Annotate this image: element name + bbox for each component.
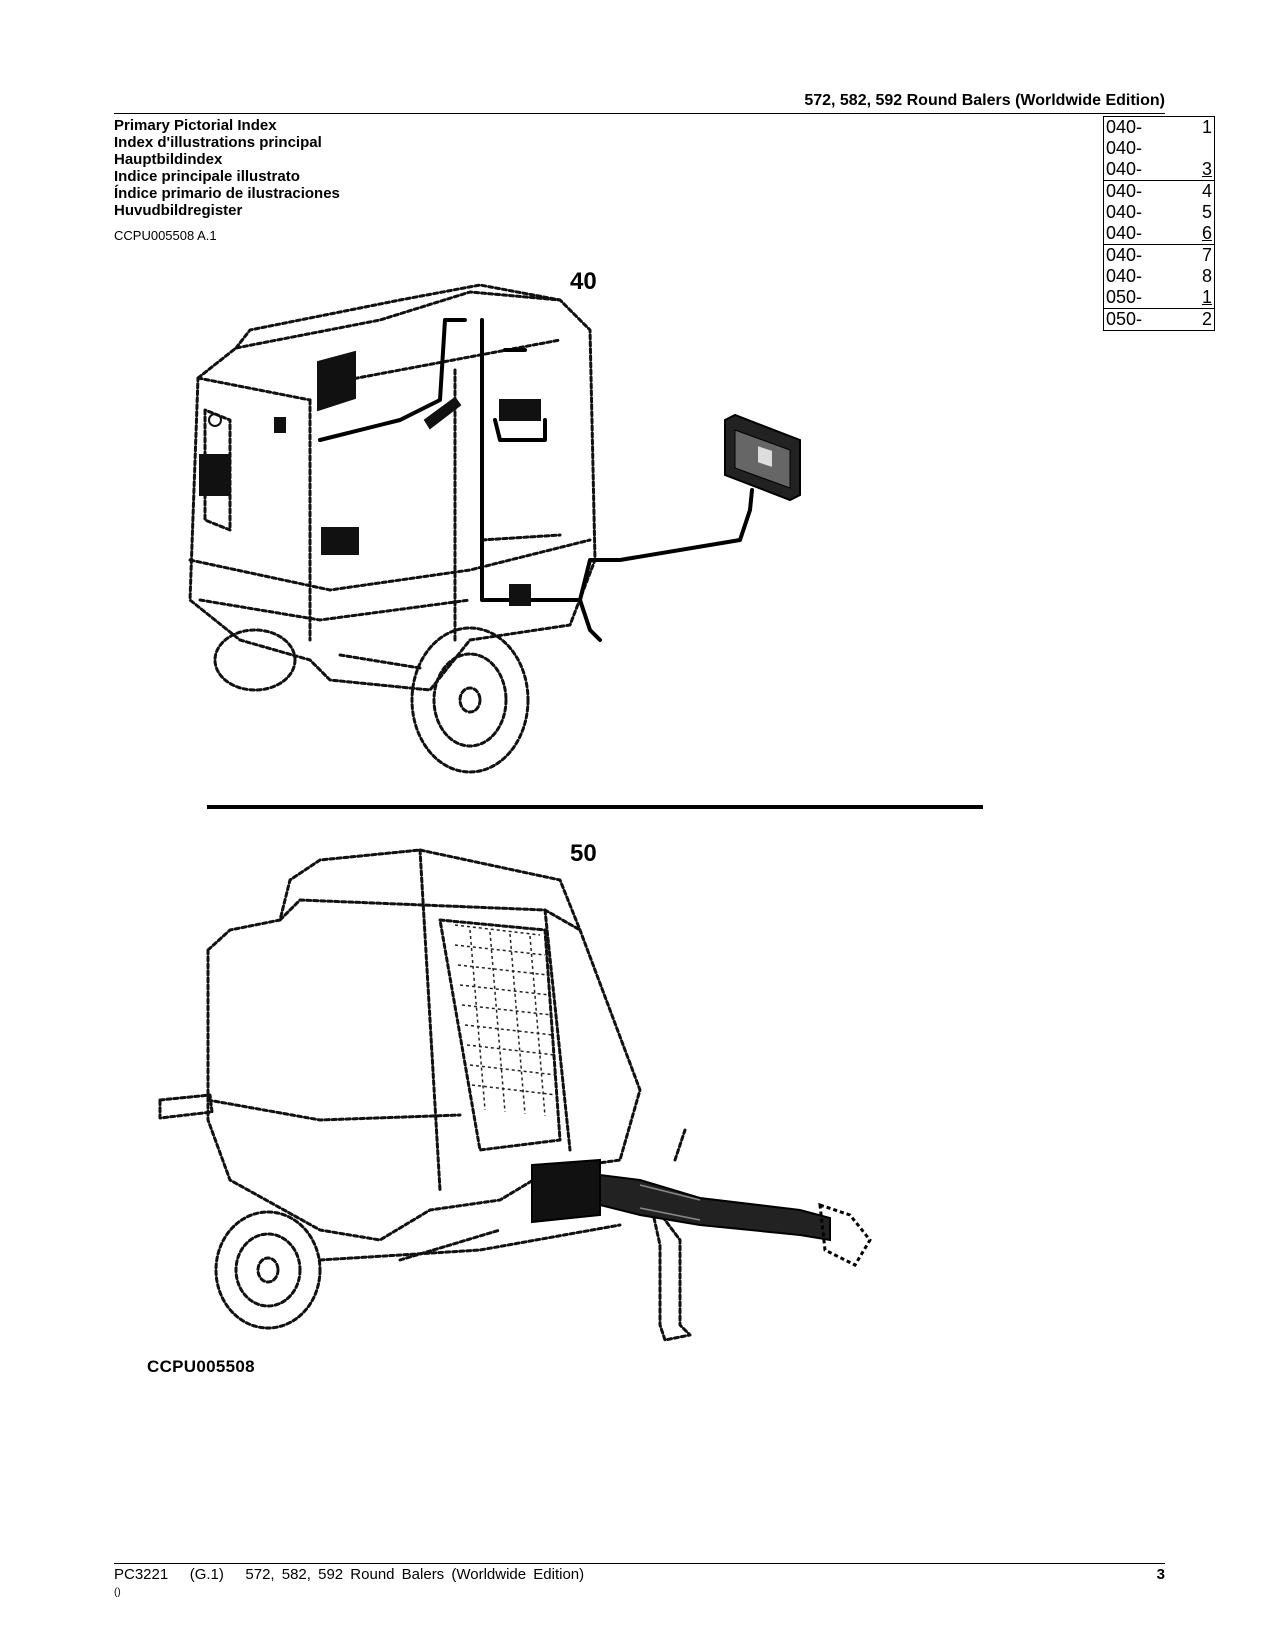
index-code: 040- (1106, 138, 1143, 158)
header-rule (114, 113, 1165, 114)
footer-rule (114, 1563, 1165, 1564)
index-group: 040- 7 040- 8 050- 1 (1103, 244, 1215, 308)
document-header-title: 572, 582, 592 Round Balers (Worldwide Ed… (804, 92, 1165, 109)
index-row[interactable]: 040- 1 (1104, 117, 1214, 138)
index-group: 040- 1 040- 040- 3 (1103, 116, 1215, 180)
index-row[interactable]: 040- 5 (1104, 202, 1214, 223)
index-code: 040- (1106, 266, 1143, 286)
index-code: 040- (1106, 159, 1143, 179)
footer-document-info: PC3221 (G.1) 572, 582, 592 Round Balers … (114, 1566, 585, 1583)
index-number: 1 (1201, 287, 1212, 307)
index-number: 2 (1201, 309, 1212, 329)
figure-40-baler-wiring (188, 283, 597, 774)
title-spanish: Índice primario de ilustraciones (114, 185, 340, 202)
pto-driveshaft (531, 1158, 872, 1267)
index-number: 8 (1201, 266, 1212, 286)
figure-label-40: 40 (570, 268, 597, 295)
index-code: 040- (1106, 245, 1143, 265)
index-code: 050- (1106, 309, 1143, 329)
title-italian: Indice principale illustrato (114, 168, 300, 185)
index-number: 4 (1201, 181, 1212, 201)
index-code: 040- (1106, 202, 1143, 222)
index-code: 040- (1106, 223, 1143, 243)
figure-40-components (199, 350, 541, 606)
figure-40-wiring-harness (318, 318, 754, 642)
index-number: 3 (1201, 159, 1212, 179)
index-code: 050- (1106, 287, 1143, 307)
illustration-caption: CCPU005508 (147, 1357, 255, 1376)
title-english: Primary Pictorial Index (114, 117, 277, 134)
index-number: 6 (1201, 223, 1212, 243)
footer-subnote: () (114, 1587, 121, 1598)
index-row[interactable]: 040- 7 (1104, 245, 1214, 266)
title-swedish: Huvudbildregister (114, 202, 243, 219)
index-row[interactable]: 050- 2 (1104, 309, 1214, 330)
index-row[interactable]: 040- 8 (1104, 266, 1214, 287)
title-german: Hauptbildindex (114, 151, 223, 168)
index-number: 7 (1201, 245, 1212, 265)
figure-label-50: 50 (570, 840, 597, 867)
index-titles: Primary Pictorial Index Index d'illustra… (114, 117, 340, 219)
section-index-table: 040- 1 040- 040- 3 040- 4 040- 5 040- 6 040- 7… (1103, 116, 1215, 331)
figure-50-mesh-panel (454, 924, 558, 1117)
figure-divider (207, 805, 983, 809)
index-row[interactable]: 040- 4 (1104, 181, 1214, 202)
index-group: 050- 2 (1103, 308, 1215, 331)
index-row[interactable]: 040- (1104, 138, 1214, 159)
index-row[interactable]: 050- 1 (1104, 287, 1214, 308)
figure-50-baler-pto (158, 848, 692, 1342)
index-code: 040- (1106, 181, 1143, 201)
index-code: 040- (1106, 117, 1143, 137)
monitor-display-icon (724, 413, 801, 502)
title-french: Index d'illustrations principal (114, 134, 322, 151)
page-number: 3 (1156, 1566, 1165, 1583)
reference-code: CCPU005508 A.1 (114, 228, 217, 243)
index-number: 1 (1201, 117, 1212, 137)
index-row[interactable]: 040- 3 (1104, 159, 1214, 180)
index-number: 5 (1201, 202, 1212, 222)
index-group: 040- 4 040- 5 040- 6 (1103, 180, 1215, 244)
index-row[interactable]: 040- 6 (1104, 223, 1214, 244)
